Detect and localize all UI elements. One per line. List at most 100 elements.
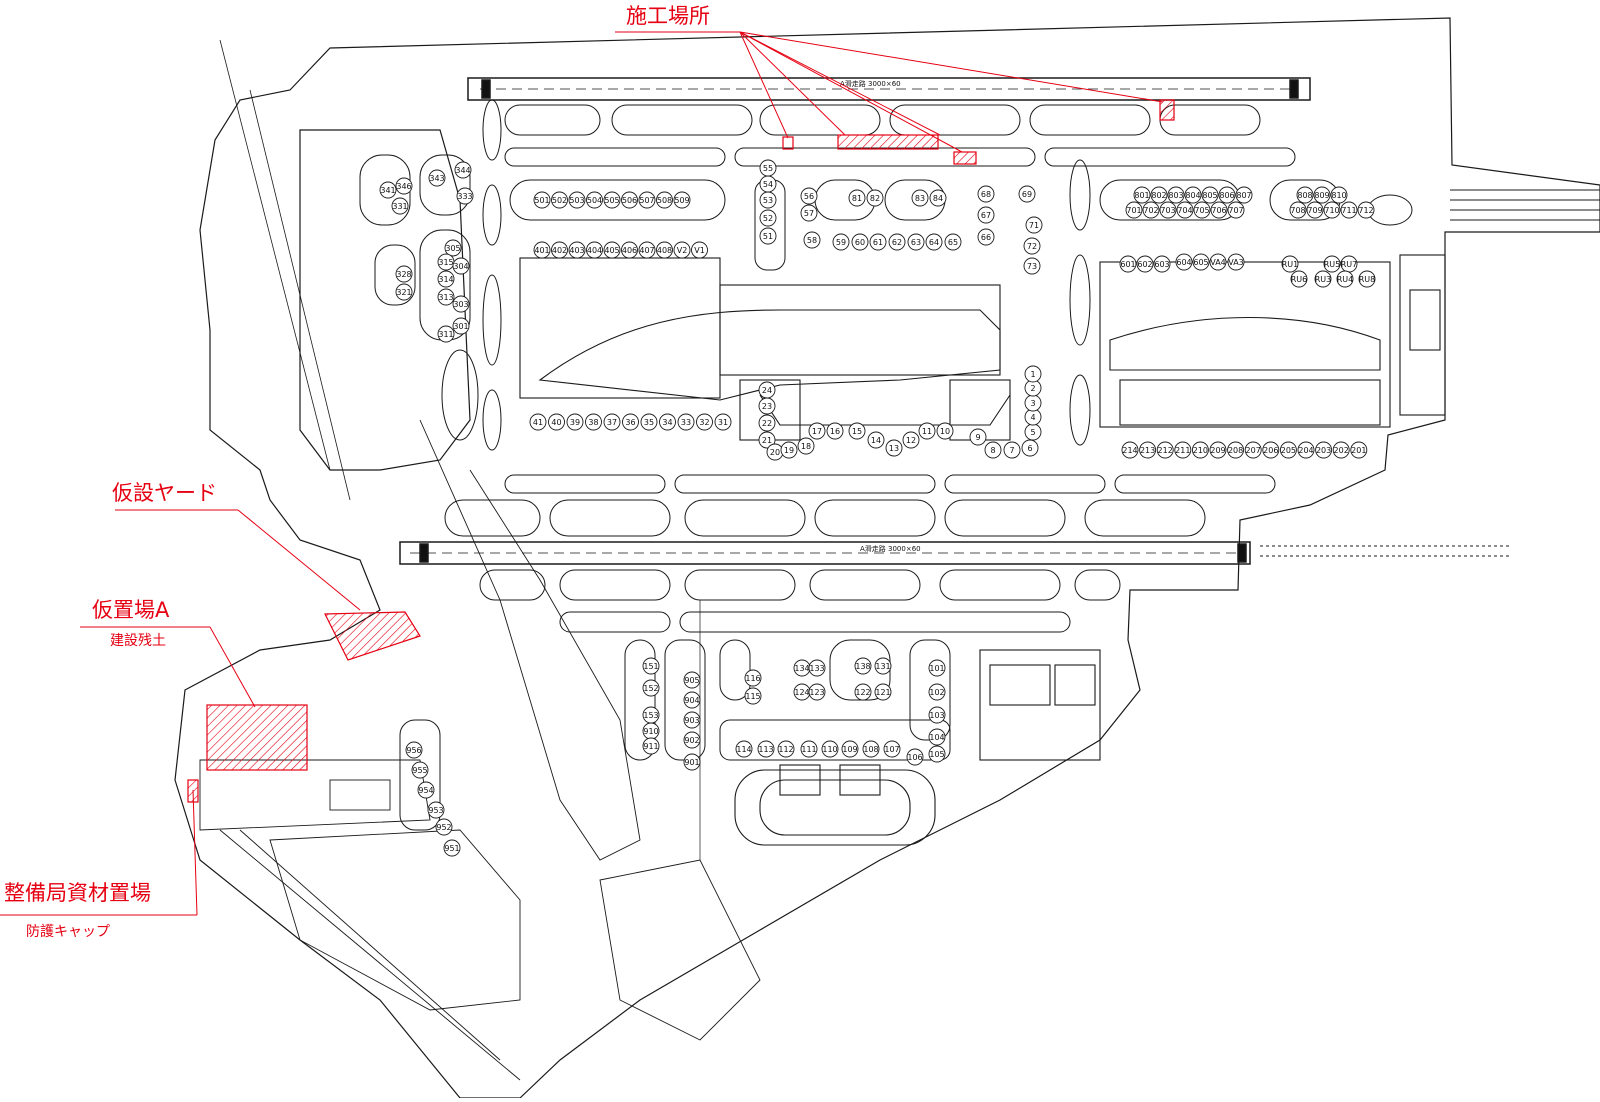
stand-circle [1210,201,1228,219]
aircraft-stand: 209 [1209,441,1227,459]
stand-number: 801 [1134,191,1149,200]
stand-circle [640,413,658,431]
stand-circle [1323,201,1341,219]
stand-circle [395,265,413,283]
stand-circle [911,189,929,207]
stand-number: 123 [809,688,824,697]
stand-circle [744,669,762,687]
stand-number: 701 [1126,206,1141,215]
aircraft-stand: 10 [936,422,954,440]
stand-number: 3 [1030,399,1035,408]
stand-number: 502 [552,196,567,205]
aircraft-stand: 82 [866,189,884,207]
stand-number: 804 [1185,191,1200,200]
stand-circle [1121,441,1139,459]
stand-number: 202 [1334,446,1349,455]
aircraft-stand: V1 [691,241,708,259]
stand-number: 68 [981,190,991,199]
stand-circle [1024,365,1042,383]
stand-circle [777,740,795,758]
stand-number: 311 [438,330,453,339]
stand-circle [744,687,762,705]
stand-circle [533,241,551,259]
stand-number: VA3 [1228,258,1244,267]
stand-number: 2 [1030,384,1035,393]
stand-circle [906,748,924,766]
aircraft-stand: 905 [683,671,701,689]
stand-number: V2 [677,246,688,255]
stand-circle [1142,201,1160,219]
stand-circle [1125,201,1143,219]
aircraft-stand: 33 [677,413,695,431]
aircraft-stand: 955 [411,761,429,779]
stand-circle [1297,441,1315,459]
stand-circle [642,737,660,755]
stand-circle [551,241,568,259]
stand-number: 51 [763,232,773,241]
stand-number: 40 [551,418,561,427]
stand-circle [1218,186,1236,204]
stand-number: 304 [453,262,468,271]
aircraft-stand: 6 [1021,439,1039,457]
stand-number: 321 [396,288,411,297]
stand-number: 116 [745,674,760,683]
aircraft-stand: 61 [869,233,887,251]
aircraft-stand: 64 [925,233,943,251]
stand-number: 404 [587,246,602,255]
stand-number: 71 [1029,221,1039,230]
stand-number: 802 [1151,191,1166,200]
stand-circle [977,206,995,224]
stand-circle [866,189,884,207]
stand-circle [1315,441,1333,459]
stand-circle [683,691,701,709]
stand-number: 83 [915,194,925,203]
stand-circle [391,197,409,215]
aircraft-stand: 62 [888,233,906,251]
aircraft-stand: 22 [758,414,776,432]
aircraft-stand: RU1 [1281,255,1299,273]
aircraft-stand: 8 [984,441,1002,459]
stand-number: 952 [436,823,451,832]
stand-number: 111 [801,745,816,754]
stand-number: 115 [745,692,760,701]
aircraft-stand: 83 [911,189,929,207]
aircraft-stand: 201 [1350,441,1368,459]
stand-circle [417,781,435,799]
stand-number: 806 [1219,191,1234,200]
stand-circle [757,740,775,758]
stand-number: 101 [929,664,944,673]
aircraft-stand: 810 [1330,186,1348,204]
stand-number: 23 [762,402,772,411]
stand-circle [1279,441,1297,459]
stand-circle [1119,255,1137,273]
aircraft-stand: 131 [874,657,892,675]
stand-number: 138 [855,662,870,671]
stand-number: 301 [453,322,468,331]
stand-number: 601 [1120,260,1135,269]
storage-a-label: 仮置場A [92,598,170,622]
bureau-storage-note: 防護キャップ [26,924,110,940]
stand-number: 707 [1228,206,1243,215]
stand-circle [1227,253,1245,271]
stand-circle [1281,255,1299,273]
aircraft-stand: 707 [1227,201,1245,219]
stand-number: 6 [1027,444,1032,453]
construction-site-1 [782,136,794,150]
aircraft-stand: 57 [800,204,818,222]
stand-circle [1150,186,1168,204]
stand-circle [696,413,713,431]
aircraft-stand: 32 [696,413,713,431]
stand-number: 38 [588,418,598,427]
stand-number: 151 [643,662,658,671]
stand-circle [656,241,673,259]
stand-circle [1336,270,1354,288]
aircraft-stand: 110 [821,740,839,758]
aircraft-stand: 202 [1332,441,1350,459]
runways [399,77,1311,565]
aircraft-stand: 902 [683,731,701,749]
aircraft-stand: 805 [1201,186,1219,204]
stand-number: 809 [1314,191,1329,200]
stand-number: RU8 [1359,275,1376,284]
aircraft-stand: 123 [808,683,826,701]
